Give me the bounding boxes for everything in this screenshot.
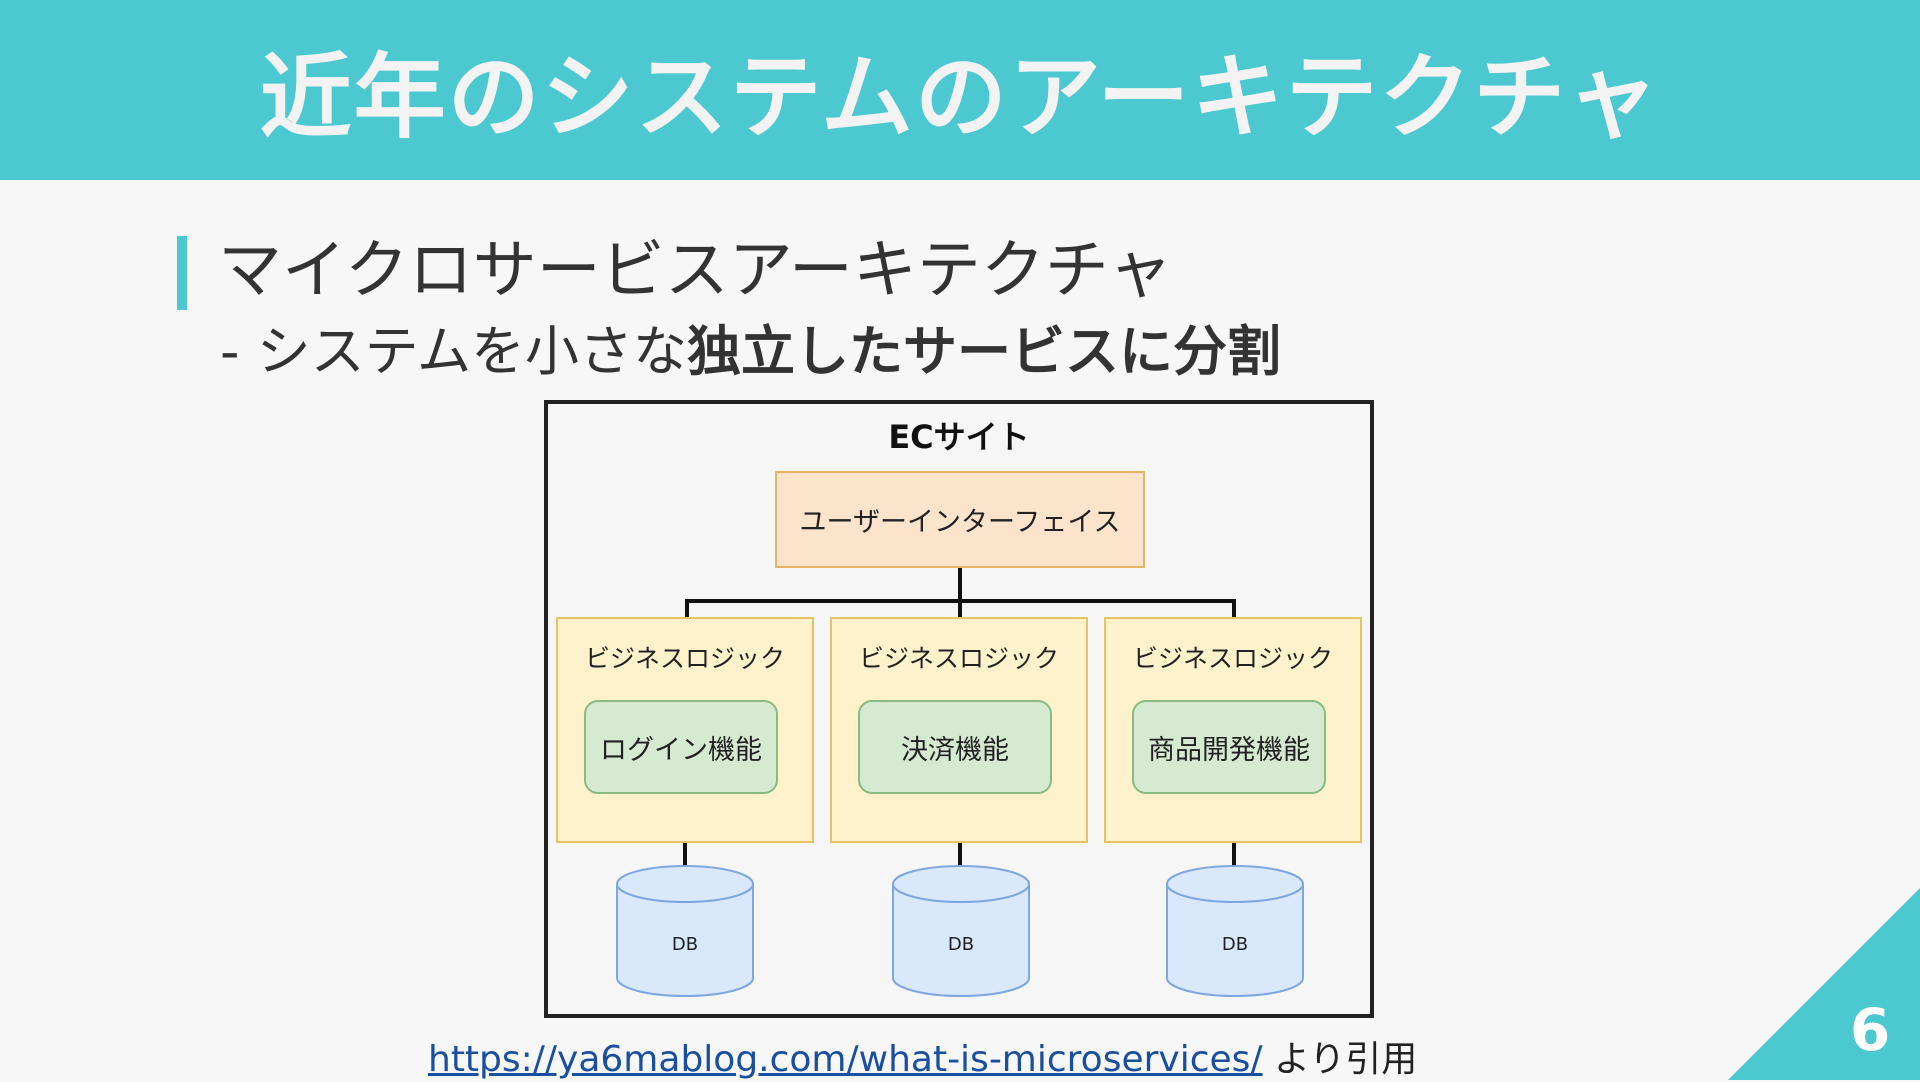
architecture-diagram: ECサイト ユーザーインターフェイス ビジネスロジック ログイン機能 ビジネスロ… — [544, 400, 1374, 1018]
source-link[interactable]: https://ya6mablog.com/what-is-microservi… — [428, 1039, 1263, 1080]
function-box-login: ログイン機能 — [584, 700, 778, 794]
function-box-payment: 決済機能 — [858, 700, 1052, 794]
source-citation: https://ya6mablog.com/what-is-microservi… — [428, 1030, 1417, 1082]
bullet-bar — [177, 236, 187, 310]
connector-ui-down — [958, 568, 962, 601]
business-logic-box: ビジネスロジック 決済機能 — [830, 617, 1088, 843]
subline-emphasis: 独立したサービスに分割 — [687, 320, 1282, 383]
subline-prefix: - システムを小さな — [220, 320, 688, 383]
database-icon — [892, 865, 1030, 997]
db-label: DB — [1221, 934, 1249, 955]
connector-mid-down — [958, 599, 962, 618]
database-cylinder: DB — [1165, 864, 1305, 1000]
slide-heading: マイクロサービスアーキテクチャ — [218, 234, 1173, 308]
ui-box-label: ユーザーインターフェイス — [799, 507, 1121, 538]
db-label: DB — [947, 934, 975, 955]
connector-db-2 — [958, 843, 962, 869]
business-logic-label: ビジネスロジック — [1132, 644, 1333, 673]
database-icon — [1166, 865, 1304, 997]
connector-right-down — [1232, 599, 1236, 618]
title-bar: 近年のシステムのアーキテクチャ — [0, 0, 1920, 180]
function-label: 商品開発機能 — [1148, 734, 1310, 766]
business-logic-label: ビジネスロジック — [584, 644, 785, 673]
connector-db-3 — [1232, 843, 1236, 869]
business-logic-box: ビジネスロジック ログイン機能 — [556, 617, 814, 843]
corner-triangle — [1728, 888, 1920, 1080]
ui-box: ユーザーインターフェイス — [775, 471, 1145, 568]
database-cylinder: DB — [891, 864, 1031, 1000]
connector-left-down — [685, 599, 689, 618]
database-icon — [616, 865, 754, 997]
business-logic-box: ビジネスロジック 商品開発機能 — [1104, 617, 1362, 843]
diagram-title: ECサイト — [888, 418, 1030, 456]
database-cylinder: DB — [615, 864, 755, 1000]
function-label: 決済機能 — [901, 734, 1009, 766]
db-label: DB — [671, 934, 699, 955]
slide-subline: - システムを小さな独立したサービスに分割 — [220, 318, 1281, 386]
function-box-product: 商品開発機能 — [1132, 700, 1326, 794]
source-suffix: より引用 — [1274, 1039, 1418, 1080]
page-number: 6 — [1849, 996, 1891, 1064]
connector-db-1 — [683, 843, 687, 869]
business-logic-label: ビジネスロジック — [858, 644, 1059, 673]
function-label: ログイン機能 — [600, 734, 762, 766]
slide-title: 近年のシステムのアーキテクチャ — [259, 43, 1661, 151]
